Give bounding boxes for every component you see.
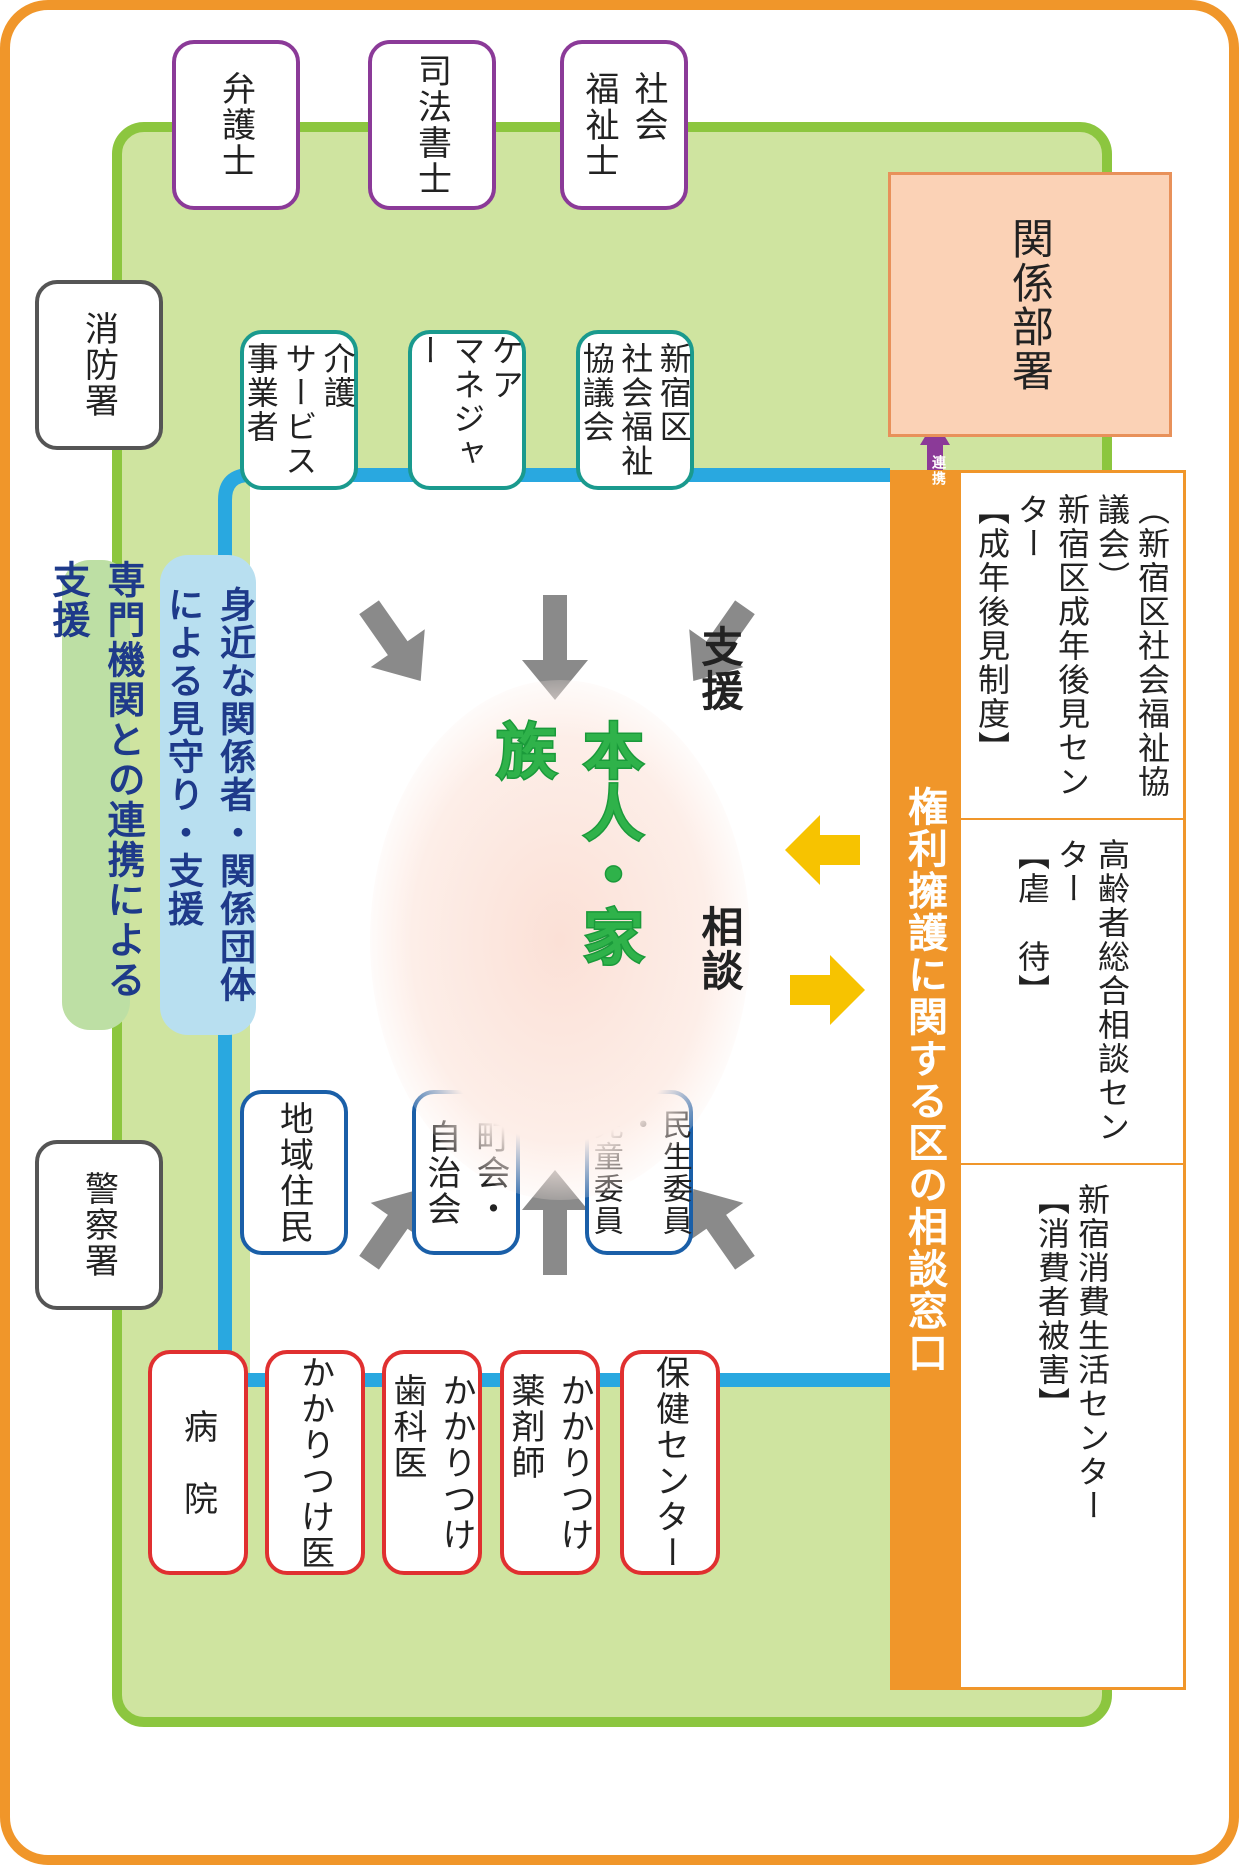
section-link-label-1: 連携 [996,860,1012,892]
care-manager-label: ケア マネジャー [409,334,525,470]
social-worker-box: 社会 福祉士 [560,40,688,210]
related-department-box: 関係部署 [888,172,1172,437]
section-consumer: 【消費者被害】 新宿消費生活センター [961,1163,1183,1693]
residents-box: 地域住民 [240,1090,348,1255]
residents-label: 地域住民 [273,1100,314,1245]
section-consumer-heading: 【消費者被害】 [1033,1183,1071,1421]
hospital-box: 病 院 [148,1350,248,1575]
judicial-scrivener-box: 司法書士 [368,40,496,210]
section-guardianship-line-2: （新宿区社会福祉協議会） [1093,493,1171,799]
care-service-box: 介護 サービス 事業者 [240,330,358,490]
judicial-scrivener-label: 司法書士 [411,53,452,197]
health-center-box: 保健センター [620,1350,720,1575]
section-abuse-heading: 【虐 待】 [1013,838,1051,1008]
social-worker-label: 社会 福祉士 [579,71,668,179]
health-center-label: 保健センター [649,1354,690,1571]
section-guardianship-heading: 【成年後見制度】 [973,493,1011,765]
family-doctor-box: かかりつけ医 [265,1350,365,1575]
police-station-box: 警察署 [35,1140,163,1310]
lawyer-box: 弁護士 [172,40,300,210]
family-pharmacist-box: かかりつけ 薬剤師 [500,1350,600,1575]
grey-arrows-top [359,595,755,700]
consultation-sections-panel: 【成年後見制度】 新宿区成年後見センター （新宿区社会福祉協議会） 【虐 待】 … [958,470,1186,1690]
community-caption-text: 身近な関係者・関係団体 による見守り・支援 [162,586,255,1004]
section-abuse-line-1: 高齢者総合相談センター [1053,838,1131,1144]
consultation-window-bar: 権利擁護に関する区の相談窓口 [890,470,958,1690]
person-family-title-text: 本人・家族 [485,719,645,970]
specialist-caption: 専門機関との連携による支援 [46,560,145,1030]
dept-link-label: 連携 [930,455,946,487]
consult-label: 相談 [695,905,744,993]
family-dentist-label: かかりつけ 歯科医 [387,1372,476,1553]
section-divider-2 [961,1163,1183,1165]
support-label: 支援 [695,625,744,713]
section-link-label-2: 連携 [996,1240,1012,1272]
fire-station-label: 消防署 [78,311,119,419]
section-abuse: 【虐 待】 高齢者総合相談センター [961,818,1183,1163]
support-arrow [785,815,860,885]
family-illustration [370,680,750,1200]
section-guardianship-line-1: 新宿区成年後見センター [1013,493,1091,799]
consult-arrow [790,955,865,1025]
hospital-label: 病 院 [177,1408,218,1517]
section-divider-1 [961,818,1183,820]
related-department-label: 関係部署 [1005,216,1055,393]
family-pharmacist-label: かかりつけ 薬剤師 [505,1372,594,1553]
police-station-label: 警察署 [78,1171,119,1279]
section-guardianship: 【成年後見制度】 新宿区成年後見センター （新宿区社会福祉協議会） [961,473,1183,818]
lawyer-label: 弁護士 [215,71,256,179]
care-service-label: 介護 サービス 事業者 [241,342,357,478]
family-doctor-label: かかりつけ医 [294,1354,335,1571]
care-manager-box: ケア マネジャー [408,330,526,490]
fire-station-box: 消防署 [35,280,163,450]
specialist-caption-text: 専門機関との連携による支援 [46,560,145,1000]
social-welfare-council-label: 新宿区 社会福祉 協議会 [577,342,693,478]
community-caption: 身近な関係者・関係団体 による見守り・支援 [160,555,256,1035]
person-family-title: 本人・家族 [485,719,645,1020]
family-dentist-box: かかりつけ 歯科医 [382,1350,482,1575]
section-consumer-line-1: 新宿消費生活センター [1073,1183,1111,1523]
social-welfare-council-box: 新宿区 社会福祉 協議会 [576,330,694,490]
consultation-window-title: 権利擁護に関する区の相談窓口 [901,786,947,1374]
